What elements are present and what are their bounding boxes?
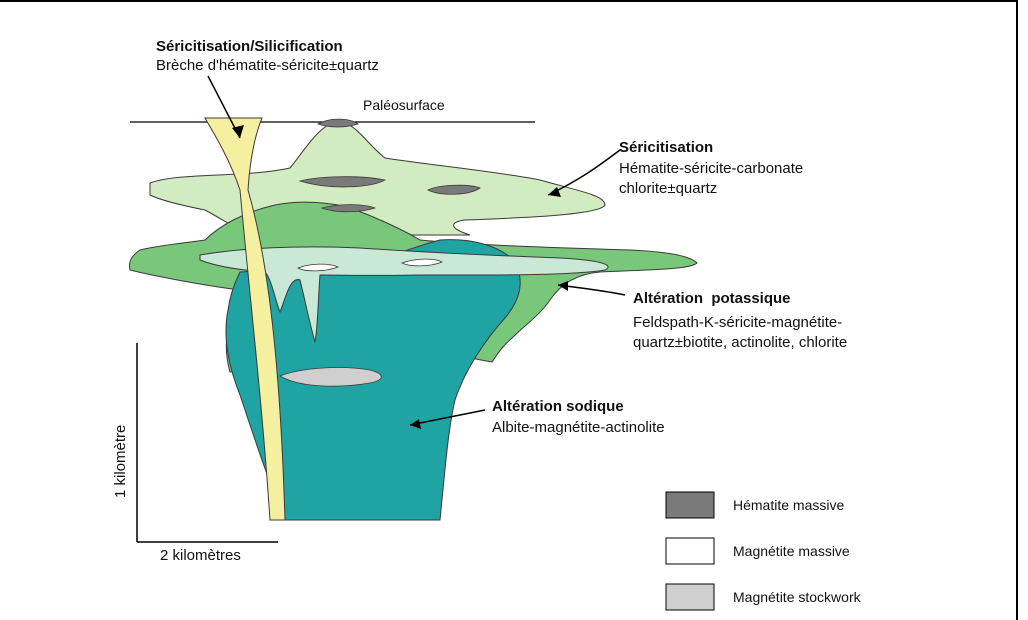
sericitisation-silicification-subtitle: Brèche d'hématite-séricite±quartz: [156, 57, 379, 74]
sericitisation-line2: chlorite±quartz: [619, 180, 717, 197]
legend-swatch-hematite-massive: [666, 492, 714, 518]
legend-label-magnetite-massive: Magnétite massive: [733, 543, 850, 559]
horizontal-scale-label: 2 kilomètres: [160, 547, 241, 564]
alteration-sodique-line1: Albite-magnétite-actinolite: [492, 419, 665, 436]
alteration-potassique-line2: quartz±biotite, actinolite, chlorite: [633, 334, 847, 351]
legend-swatch-magnetite-massive: [666, 538, 714, 564]
alteration-potassique-title: Altération potassique: [633, 290, 791, 307]
paleosurface-label: Paléosurface: [363, 97, 445, 113]
legend-swatch-magnetite-stockwork: [666, 584, 714, 610]
legend-label-hematite-massive: Hématite massive: [733, 497, 844, 513]
vertical-scale-label: 1 kilomètre: [112, 425, 129, 498]
legend: Hématite massive Magnétite massive Magné…: [666, 492, 862, 610]
sericitisation-title: Séricitisation: [619, 139, 713, 156]
alteration-sodique-title: Altération sodique: [492, 398, 624, 415]
sericitisation-line1: Hématite-séricite-carbonate: [619, 160, 803, 177]
sericitisation-silicification-title: Séricitisation/Silicification: [156, 38, 343, 55]
legend-label-magnetite-stockwork: Magnétite stockwork: [733, 589, 862, 605]
alteration-potassique-line1: Feldspath-K-séricite-magnétite-: [633, 314, 842, 331]
